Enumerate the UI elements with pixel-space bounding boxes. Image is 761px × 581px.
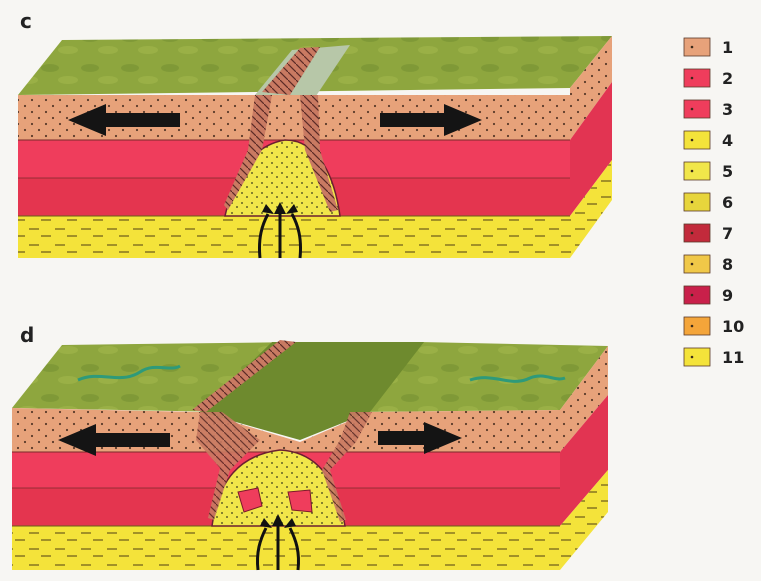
legend-swatch-10 [684, 317, 710, 335]
legend-swatch-mark-1 [691, 46, 694, 49]
legend-swatch-mark-4 [691, 139, 694, 142]
legend-label-7: 7 [722, 224, 733, 243]
legend-swatch-9 [684, 286, 710, 304]
legend-swatch-4 [684, 131, 710, 149]
legend-swatch-8 [684, 255, 710, 273]
panel-d-layer-4 [12, 526, 560, 570]
legend-swatch-5 [684, 162, 710, 180]
panel-c-letter: c [20, 9, 32, 33]
legend-swatch-7 [684, 224, 710, 242]
legend-swatch-11 [684, 348, 710, 366]
legend-label-4: 4 [722, 131, 733, 150]
legend-swatch-mark-3 [691, 108, 694, 111]
legend-swatch-mark-8 [691, 263, 694, 266]
legend-swatch-1 [684, 38, 710, 56]
panel-c: c [18, 9, 612, 258]
legend-swatch-3 [684, 100, 710, 118]
legend-label-11: 11 [722, 348, 744, 367]
legend: 1 2 3 4 5 6 7 8 9 10 11 [684, 38, 744, 367]
legend-label-6: 6 [722, 193, 733, 212]
legend-swatch-mark-2 [691, 77, 694, 80]
legend-swatch-mark-11 [691, 356, 694, 359]
panel-d: d [12, 323, 608, 570]
panel-d-letter: d [20, 323, 34, 347]
legend-label-10: 10 [722, 317, 744, 336]
legend-label-2: 2 [722, 69, 733, 88]
legend-swatch-mark-5 [691, 170, 694, 173]
panel-c-layer-4 [18, 216, 570, 258]
legend-swatch-mark-6 [691, 201, 694, 204]
legend-label-3: 3 [722, 100, 733, 119]
legend-swatch-6 [684, 193, 710, 211]
panel-d-melt-pocket-right [288, 490, 312, 512]
legend-label-5: 5 [722, 162, 733, 181]
legend-swatch-mark-7 [691, 232, 694, 235]
legend-label-8: 8 [722, 255, 733, 274]
legend-swatch-mark-10 [691, 325, 694, 328]
legend-swatch-2 [684, 69, 710, 87]
legend-swatch-mark-9 [691, 294, 694, 297]
legend-label-1: 1 [722, 38, 733, 57]
legend-label-9: 9 [722, 286, 733, 305]
